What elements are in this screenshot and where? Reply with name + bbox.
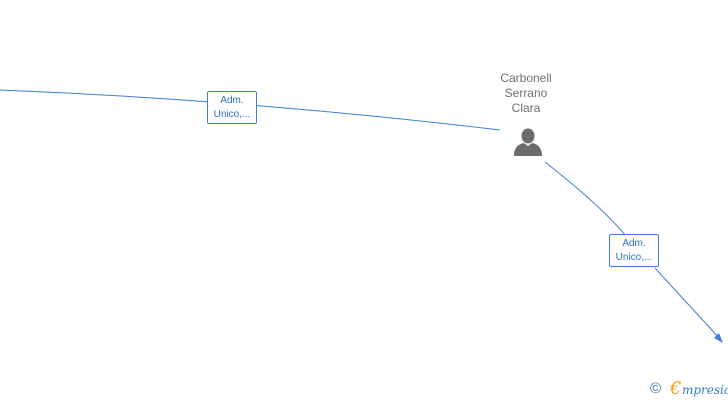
role-label-line-2: Unico,...: [213, 109, 251, 120]
person-name-line-1: Carbonell: [500, 71, 552, 85]
person-icon[interactable]: [513, 127, 543, 157]
edge-role-label[interactable]: Adm. Unico,...: [207, 91, 257, 124]
copyright-icon: ©: [650, 380, 662, 397]
role-label-line-1: Adm.: [622, 238, 646, 249]
role-label-line-2: Unico,...: [615, 252, 653, 263]
role-label-line-1: Adm.: [220, 95, 244, 106]
edge-person-to-company-lower: [654, 267, 721, 340]
brand-logo-initial: €: [670, 378, 682, 399]
person-name-line-3: Clara: [511, 101, 541, 115]
person-name[interactable]: Carbonell Serrano Clara: [486, 71, 566, 116]
edge-person-to-company: [544, 161, 627, 237]
arrowhead-icon: [714, 333, 723, 343]
empresia-watermark: © € mpresia: [650, 378, 728, 400]
edge-role-label[interactable]: Adm. Unico,...: [609, 234, 659, 267]
person-name-line-2: Serrano: [504, 86, 548, 100]
brand-logo-text: mpresia: [682, 383, 728, 397]
